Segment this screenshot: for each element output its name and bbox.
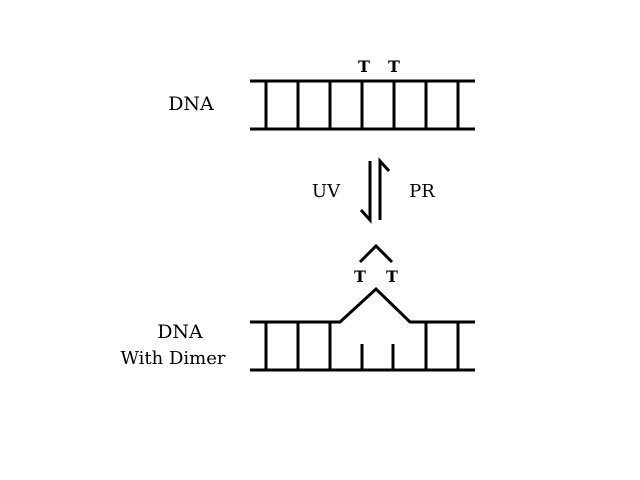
normal-dna-group: DNA T T (168, 57, 475, 131)
uv-arrow (359, 161, 372, 224)
normal-dna-label: DNA (168, 93, 214, 115)
dimer-thymine-2: T (386, 267, 398, 286)
dimer-bond-cap (358, 243, 394, 264)
dimer-thymine-1: T (354, 267, 366, 286)
uv-label: UV (312, 181, 341, 202)
pr-arrow (378, 157, 391, 220)
dimer-dna-sublabel: With Dimer (120, 348, 225, 369)
dimer-dna-base-pairs (264, 322, 460, 370)
normal-dna-base-pairs (264, 81, 460, 129)
dimer-dna-group: DNA With Dimer T T (120, 243, 475, 372)
normal-thymine-1: T (358, 57, 370, 76)
normal-thymine-2: T (388, 57, 400, 76)
equilibrium-arrows: UV PR (312, 157, 435, 224)
dimer-dna-top-strand (250, 286, 475, 324)
pr-label: PR (409, 181, 435, 202)
dimer-dna-label: DNA (157, 321, 203, 343)
